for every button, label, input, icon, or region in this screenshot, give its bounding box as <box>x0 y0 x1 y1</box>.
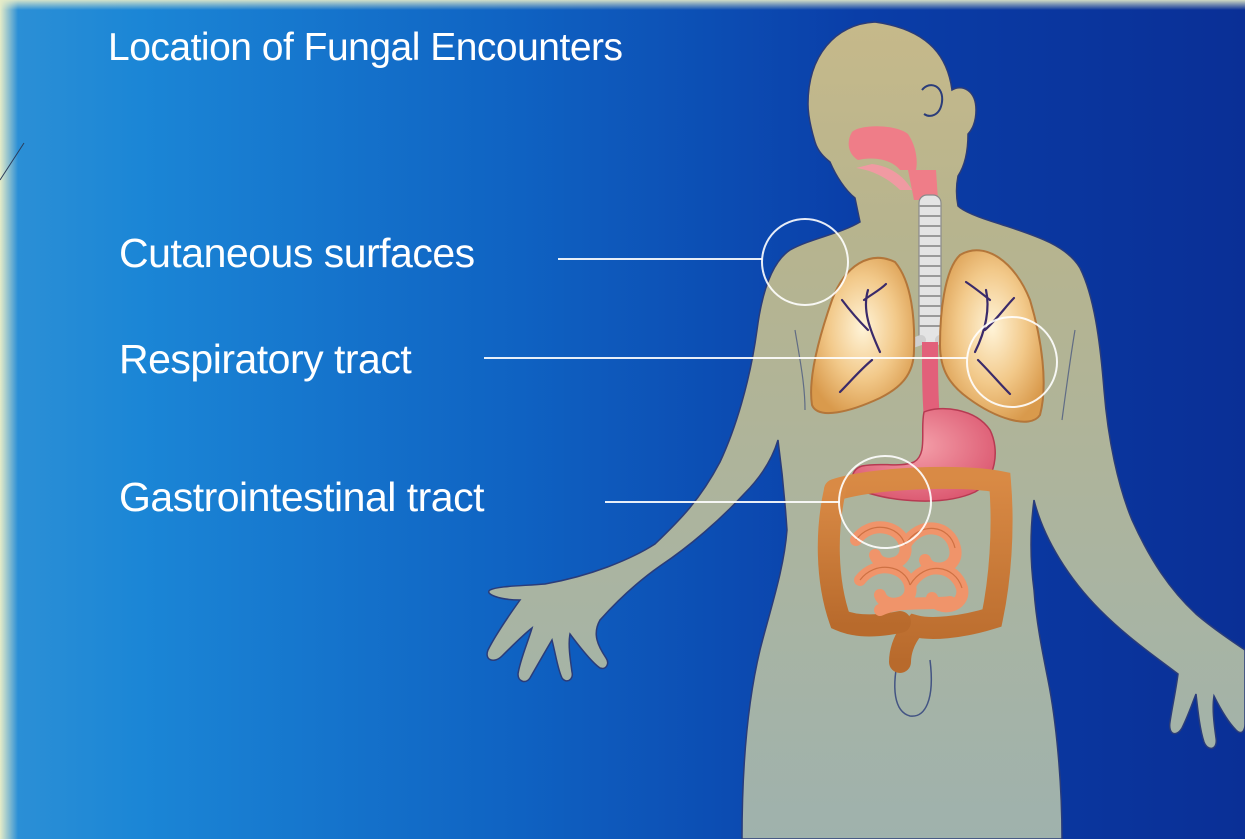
label-respiratory-tract: Respiratory tract <box>119 336 411 383</box>
label-gastrointestinal-tract: Gastrointestinal tract <box>119 474 484 521</box>
label-cutaneous-surfaces: Cutaneous surfaces <box>119 230 475 277</box>
diagram-title: Location of Fungal Encounters <box>108 26 623 70</box>
edge-decoration-line <box>0 143 24 180</box>
